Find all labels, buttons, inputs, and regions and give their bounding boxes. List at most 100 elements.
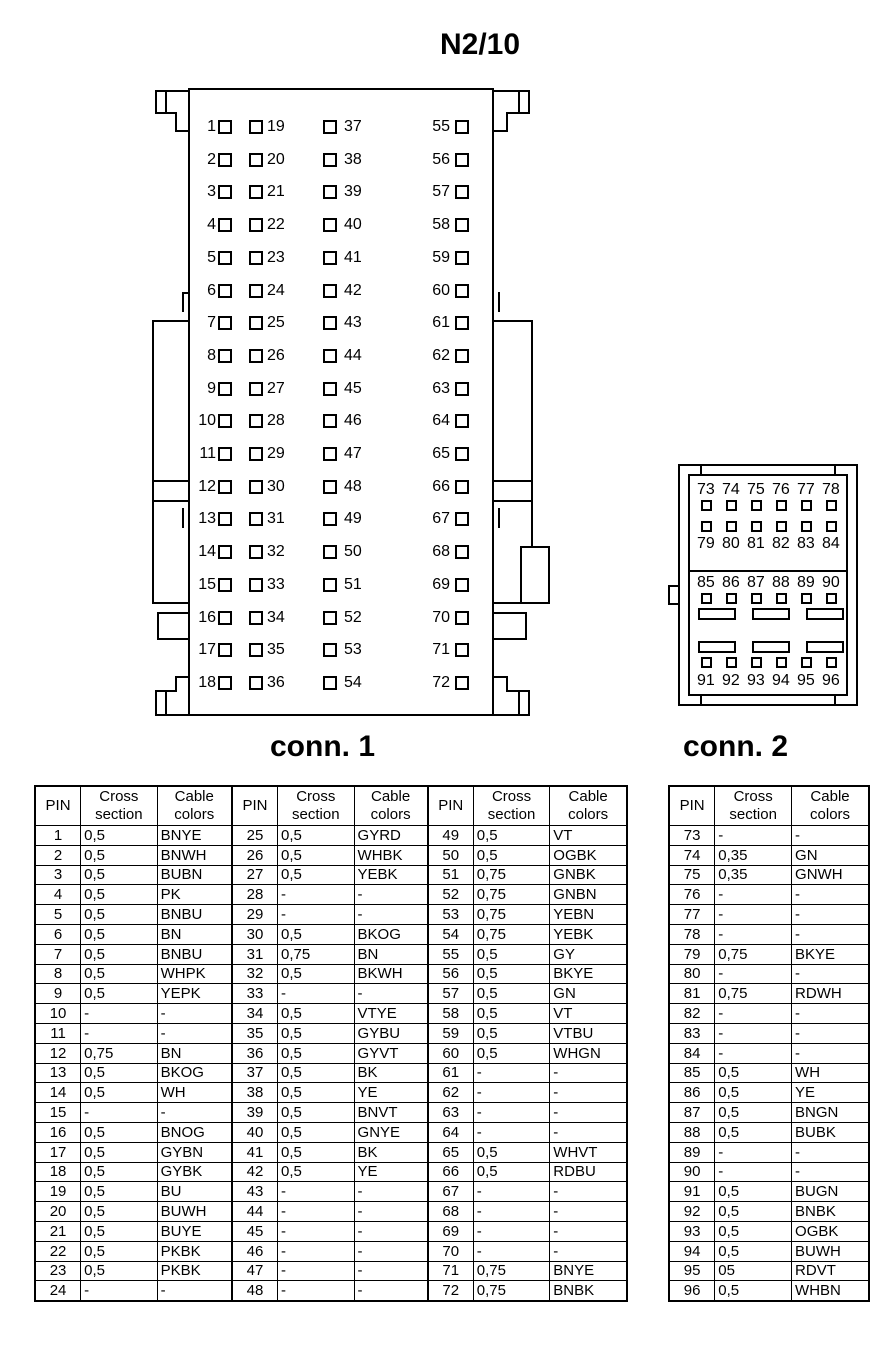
pin-contact: [455, 185, 469, 200]
cable-color-cell: BUWH: [156, 1201, 233, 1222]
pin-number: 63: [432, 379, 450, 397]
pin-number: 8: [207, 346, 216, 364]
pin-contact: [701, 593, 712, 604]
page-title: N2/10: [440, 28, 521, 61]
cable-color-cell: BNBU: [156, 943, 233, 965]
pin-contact: [776, 593, 787, 604]
cable-color-cell: BNBK: [791, 1201, 870, 1222]
cross-section-cell: 05: [714, 1260, 793, 1282]
pin-cell: 51: [426, 864, 474, 886]
cross-section-cell: -: [472, 1082, 551, 1104]
pin-number: 82: [772, 535, 790, 552]
pin-cell: 58: [426, 1003, 474, 1024]
cross-section-cell: 0,5: [80, 1260, 158, 1282]
pin-cell: 95: [668, 1260, 716, 1282]
pin-cell: 9: [34, 983, 82, 1005]
pin-cell: 31: [230, 943, 279, 965]
cross-section-cell: 0,5: [80, 1201, 158, 1222]
pin-number: 77: [797, 481, 815, 498]
cross-section-cell: 0,5: [714, 1220, 793, 1242]
cable-color-cell: YEBK: [549, 923, 628, 945]
pin-cell: 24: [34, 1280, 82, 1302]
pin-number: 39: [344, 183, 362, 201]
cross-section-cell: 0,5: [472, 1161, 551, 1183]
cable-color-cell: -: [156, 1102, 233, 1123]
cable-color-cell: -: [791, 825, 870, 846]
pin-cell: 72: [426, 1280, 474, 1302]
cross-section-cell: -: [472, 1220, 551, 1242]
pin-contact: [801, 593, 812, 604]
cable-color-cell: BUYE: [156, 1220, 233, 1242]
table-row: 83--: [668, 1022, 870, 1044]
pin-number: 88: [772, 574, 790, 591]
pin-contact: [323, 610, 337, 625]
pin-number: 19: [267, 118, 285, 135]
pin-number: 29: [267, 445, 285, 462]
pin-number: 36: [267, 673, 285, 691]
pin-number: 7: [207, 314, 216, 332]
cable-color-cell: BNBK: [549, 1280, 628, 1302]
cross-section-cell: 0,5: [277, 1161, 355, 1183]
pin-number: 9: [207, 379, 216, 397]
pin-number: 26: [267, 346, 285, 364]
cable-color-cell: BU: [156, 1181, 233, 1203]
cable-color-cell: BNWH: [156, 844, 233, 866]
pin-number: 95: [797, 672, 815, 689]
pin-cell: 18: [34, 1161, 82, 1183]
pin-cell: 11: [34, 1022, 82, 1044]
cable-color-cell: WHPK: [156, 963, 233, 985]
pin-cell: 7: [34, 943, 82, 965]
cross-section-cell: 0,5: [714, 1201, 793, 1222]
pin-number: 3: [207, 183, 216, 201]
pin-number: 60: [432, 281, 450, 299]
pin-cell: 15: [34, 1102, 82, 1123]
pin-contact: [455, 577, 469, 592]
table-row: 73--: [668, 825, 870, 846]
pin-cell: 23: [34, 1260, 82, 1282]
cable-color-cell: BNGN: [791, 1102, 870, 1123]
table-row: 82--: [668, 1003, 870, 1024]
pin-contact: [249, 218, 263, 233]
cross-section-cell: 0,5: [472, 1141, 551, 1163]
cable-color-cell: -: [353, 1280, 429, 1302]
pin-number: 28: [267, 412, 285, 430]
cable-color-cell: BN: [156, 923, 233, 945]
cross-section-cell: -: [472, 1240, 551, 1262]
wide-contact-slot: [752, 608, 790, 620]
pin-cell: 34: [230, 1003, 279, 1024]
pin-cell: 8: [34, 963, 82, 985]
cable-color-cell: BNYE: [156, 825, 233, 846]
pin-cell: 21: [34, 1220, 82, 1242]
cross-section-cell: 0,5: [277, 1121, 355, 1143]
pin-cell: 91: [668, 1181, 716, 1203]
pin-number: 90: [822, 574, 840, 591]
cable-color-cell: BK: [353, 1062, 429, 1084]
table-row: 77--: [668, 904, 870, 925]
pin-cell: 73: [668, 825, 716, 846]
pin-contact: [826, 657, 837, 668]
cross-section-cell: 0,5: [277, 1141, 355, 1163]
pin-number: 44: [344, 346, 362, 364]
pin-cell: 86: [668, 1082, 716, 1104]
cable-color-cell: -: [791, 1042, 870, 1064]
cross-section-cell: 0,5: [472, 825, 551, 846]
pin-contact: [455, 218, 469, 233]
pin-number: 11: [199, 445, 216, 462]
pin-cell: 13: [34, 1062, 82, 1084]
cross-section-cell: -: [277, 1240, 355, 1262]
pin-cell: 80: [668, 963, 716, 985]
cross-section-cell: -: [714, 1003, 793, 1024]
pin-number: 53: [344, 641, 362, 659]
pin-number: 92: [722, 672, 740, 689]
pin-cell: 49: [426, 825, 474, 846]
cable-color-cell: BKOG: [156, 1062, 233, 1084]
